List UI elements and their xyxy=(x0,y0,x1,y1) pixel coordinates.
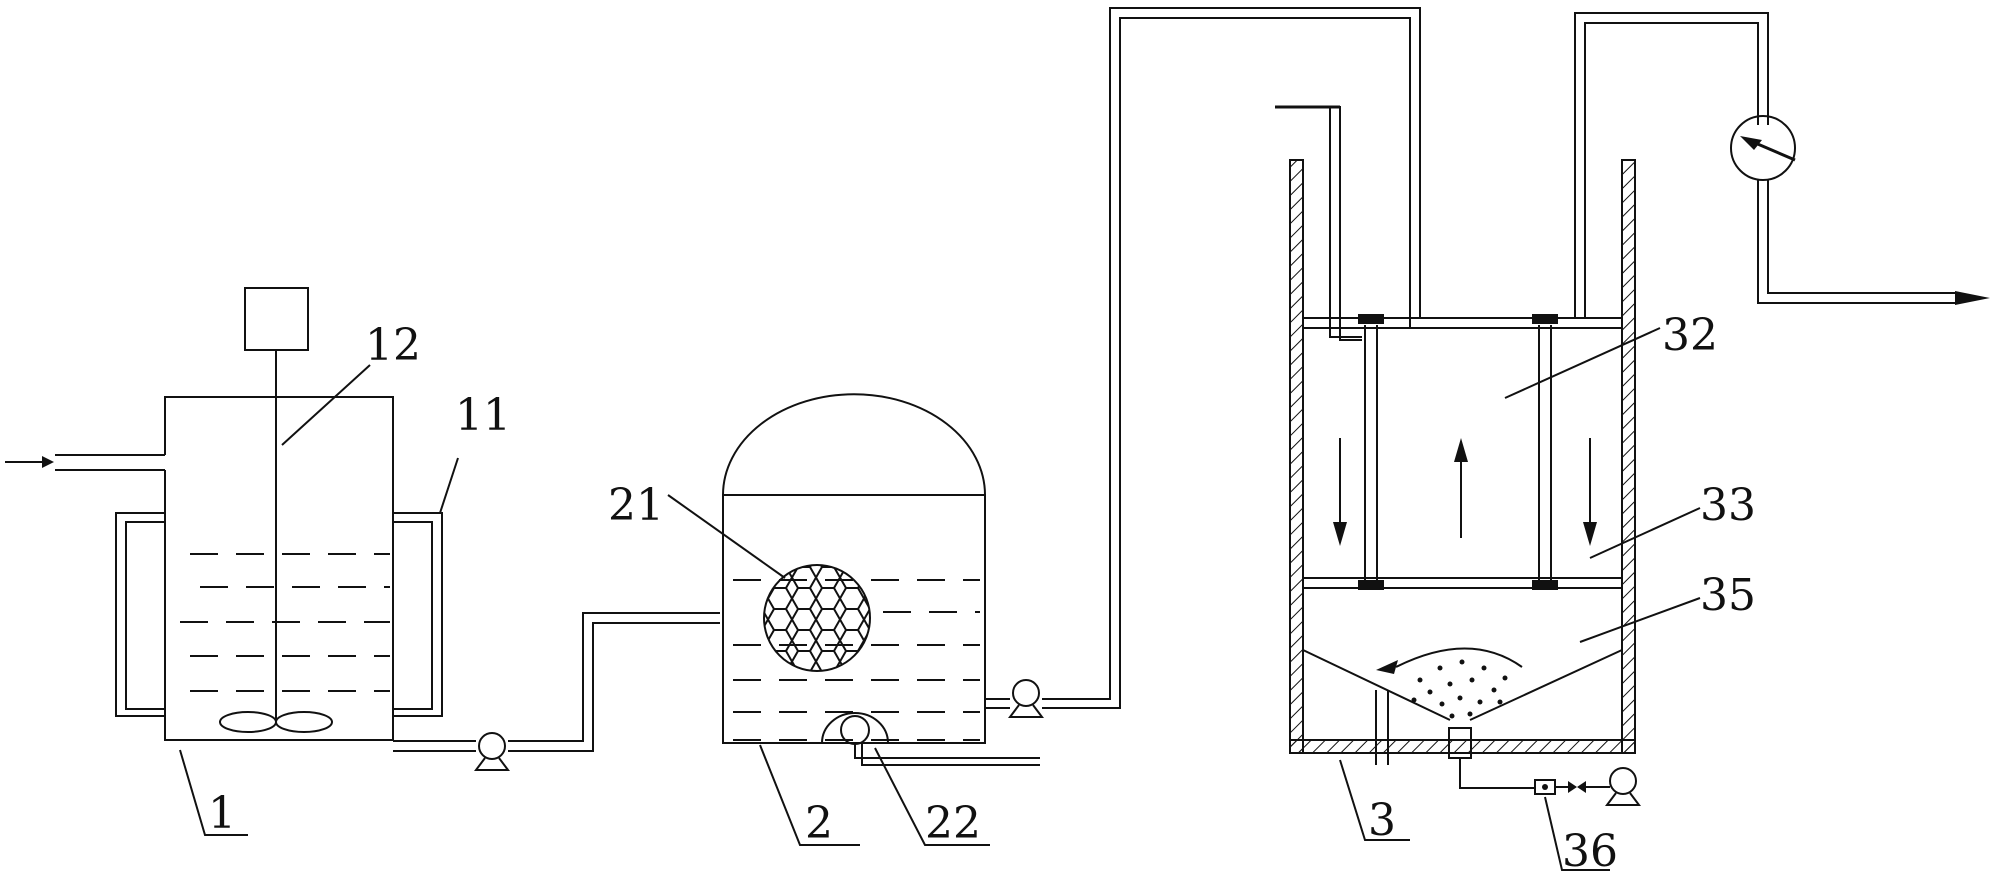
aerator-22 xyxy=(821,712,1040,766)
stirrer-motor-icon xyxy=(244,287,309,351)
stirrer-12 xyxy=(219,350,333,733)
inlet-pipe xyxy=(55,454,165,471)
flow-arrow-icon xyxy=(1583,438,1597,546)
pump-icon xyxy=(474,732,510,771)
pipe-1-to-2 xyxy=(393,612,720,752)
label-11: 11 xyxy=(455,390,511,441)
inlet-arrow-icon xyxy=(5,456,54,468)
reactor-3: 32 33 35 3 36 xyxy=(1275,105,1756,877)
tank-1-body xyxy=(164,396,394,741)
outlet-pipe xyxy=(1574,12,1955,318)
label-2: 2 xyxy=(805,798,833,849)
valve-36 xyxy=(1534,779,1556,795)
particle-fan xyxy=(1376,647,1523,719)
pump-icon xyxy=(1605,767,1641,806)
flow-arrow-icon xyxy=(1333,438,1347,546)
pipe-2-to-3 xyxy=(985,7,1575,709)
jacket-left xyxy=(115,512,166,717)
outlet-arrow-icon xyxy=(1955,291,1990,305)
tank-2-body xyxy=(722,494,986,744)
label-1: 1 xyxy=(208,788,236,839)
label-21: 21 xyxy=(608,480,664,531)
reactor-bottom xyxy=(1289,739,1636,754)
tank-2-dome xyxy=(722,393,986,496)
flow-arrow-icon xyxy=(1454,438,1468,538)
pressure-gauge-icon xyxy=(1730,115,1796,181)
pump-icon xyxy=(1008,679,1044,718)
tank-2: 21 2 22 xyxy=(608,393,1040,849)
label-35: 35 xyxy=(1700,570,1756,621)
tank-1: 12 11 1 xyxy=(5,287,511,839)
reactor-wall-left xyxy=(1289,159,1304,754)
label-22: 22 xyxy=(925,798,981,849)
jacket-11 xyxy=(392,512,443,717)
label-33: 33 xyxy=(1700,480,1756,531)
label-12: 12 xyxy=(365,320,421,371)
valve-icon xyxy=(1568,781,1586,793)
label-36: 36 xyxy=(1562,826,1618,877)
filter-21 xyxy=(763,564,871,672)
label-32: 32 xyxy=(1662,310,1718,361)
reactor-feed-pipe xyxy=(1275,106,1362,341)
label-3: 3 xyxy=(1368,795,1396,846)
reactor-wall-right xyxy=(1621,159,1636,754)
